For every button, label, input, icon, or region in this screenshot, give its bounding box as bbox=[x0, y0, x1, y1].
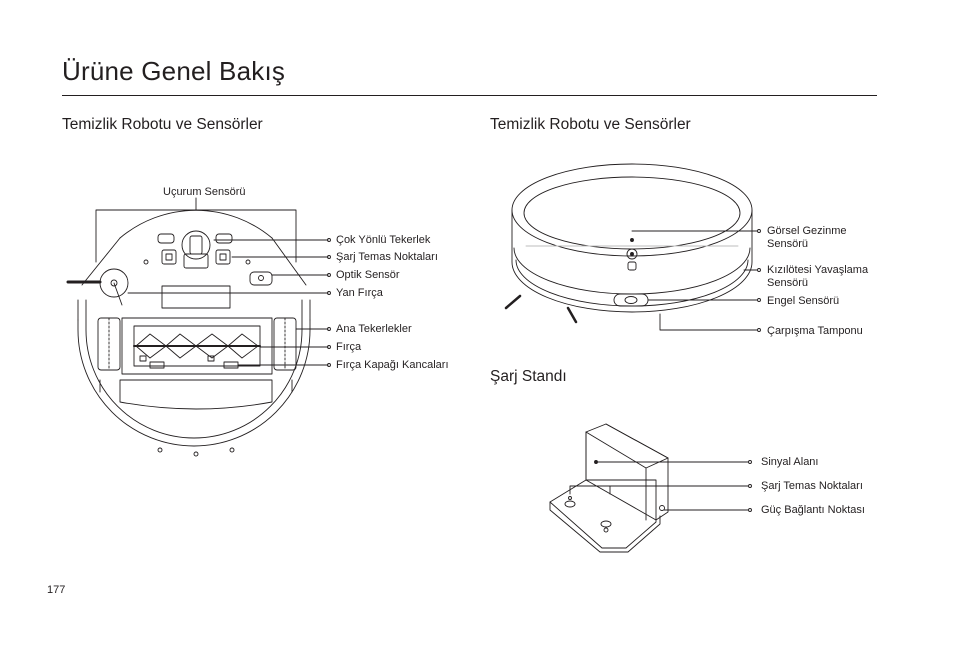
label-optical-sensor: Optik Sensör bbox=[336, 269, 400, 281]
label-ir-slowdown-sensor: Kızılötesi Yavaşlama Sensörü bbox=[767, 264, 869, 289]
page-number: 177 bbox=[47, 584, 66, 596]
label-visual-nav-sensor: Görsel Gezinme Sensörü bbox=[767, 225, 847, 250]
label-dock-charging-contacts: Şarj Temas Noktaları bbox=[761, 480, 863, 492]
section-title-dock: Şarj Standı bbox=[490, 368, 567, 385]
label-main-wheels: Ana Tekerlekler bbox=[336, 323, 412, 335]
charging-dock-illustration bbox=[549, 423, 752, 553]
label-bumper: Çarpışma Tamponu bbox=[767, 325, 863, 337]
label-brush: Fırça bbox=[336, 341, 362, 353]
title-divider bbox=[62, 95, 877, 96]
label-power-port: Güç Bağlantı Noktası bbox=[761, 504, 865, 516]
label-signal-area: Sinyal Alanı bbox=[761, 456, 819, 468]
robot-top-view-illustration bbox=[504, 163, 761, 332]
section-title-robot-bottom: Temizlik Robotu ve Sensörler bbox=[62, 116, 263, 133]
robot-bottom-view-illustration bbox=[66, 197, 331, 457]
label-omni-wheel: Çok Yönlü Tekerlek bbox=[336, 234, 431, 246]
label-charging-contacts: Şarj Temas Noktaları bbox=[336, 251, 438, 263]
section-title-robot-top: Temizlik Robotu ve Sensörler bbox=[490, 116, 691, 133]
label-brush-cover-hooks: Fırça Kapağı Kancaları bbox=[336, 359, 449, 371]
label-side-brush: Yan Fırça bbox=[336, 287, 383, 299]
page-title: Ürüne Genel Bakış bbox=[62, 56, 286, 86]
label-obstacle-sensor: Engel Sensörü bbox=[767, 295, 840, 307]
label-cliff-sensor: Uçurum Sensörü bbox=[163, 186, 246, 198]
